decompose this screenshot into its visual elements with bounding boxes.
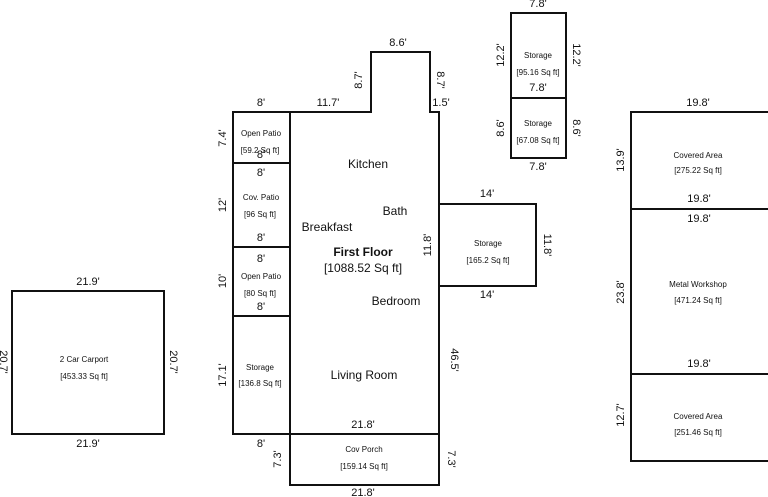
- storage-units-outline: [510, 12, 567, 159]
- cov-porch-right-dimension: 7.3': [445, 450, 457, 467]
- carport-area: [453.33 Sq ft]: [60, 372, 108, 381]
- storage-left-label: Storage: [246, 363, 275, 372]
- metal-workshop-top-dimension: 19.8': [687, 213, 711, 225]
- bath-label: Bath: [383, 204, 408, 218]
- first-floor-area: [1088.52 Sq ft]: [324, 261, 402, 275]
- covered-area-2-area: [251.46 Sq ft]: [674, 428, 722, 437]
- storage-right-area: [165.2 Sq ft]: [466, 256, 509, 265]
- bump-left-dimension: 8.7': [353, 71, 365, 88]
- bump-top-dimension: 8.6': [389, 37, 406, 49]
- storage-lower-label: Storage: [524, 119, 553, 128]
- storage-left-side-dimension: 17.1': [217, 363, 229, 387]
- main-house-outline: [289, 51, 440, 486]
- house-bottom-dimension: 21.8': [351, 419, 375, 431]
- storage-lower-area: [67.08 Sq ft]: [516, 136, 559, 145]
- open-patio-2-bottom-dimension: 8': [257, 301, 265, 313]
- kitchen-label: Kitchen: [348, 157, 388, 171]
- bedroom-label: Bedroom: [372, 294, 421, 308]
- covered-area-1-area: [275.22 Sq ft]: [674, 166, 722, 175]
- cov-porch-left-dimension: 7.3': [272, 450, 284, 467]
- storage-left-bottom-dimension: 8': [257, 438, 265, 450]
- cov-patio-side-dimension: 12': [217, 198, 229, 212]
- storage-right-bottom-dimension: 14': [480, 289, 494, 301]
- metal-workshop-area: [471.24 Sq ft]: [674, 296, 722, 305]
- open-patio-1-side-dimension: 7.4': [217, 129, 229, 146]
- house-right-upper-dimension: 11.8': [422, 234, 434, 257]
- house-top-left-dimension: 11.7': [317, 97, 340, 109]
- covered-area-2-label: Covered Area: [674, 412, 723, 421]
- bump-right-dimension: 8.7': [434, 71, 446, 88]
- storage-lower-bottom-dimension: 7.8': [529, 161, 546, 173]
- storage-lower-right-dimension: 8.6': [570, 119, 582, 136]
- storage-right-outline: [438, 203, 537, 287]
- storage-upper-label: Storage: [524, 51, 553, 60]
- breakfast-label: Breakfast: [302, 220, 353, 234]
- storage-lower-left-dimension: 8.6': [495, 119, 507, 136]
- cov-patio-area: [96 Sq ft]: [244, 210, 276, 219]
- open-patio-2-side-dimension: 10': [217, 274, 229, 288]
- covered-area-2-side-dimension: 12.7': [615, 403, 627, 427]
- storage-upper-left-dimension: 12.2': [495, 43, 507, 67]
- notch-dimension: 1.5': [432, 97, 449, 109]
- metal-workshop-bottom-dimension: 19.8': [687, 358, 711, 370]
- open-patio-2-top-dimension: 8': [257, 253, 265, 265]
- cov-porch-area: [159.14 Sq ft]: [340, 462, 388, 471]
- storage-upper-area: [95.16 Sq ft]: [516, 68, 559, 77]
- house-right-lower-dimension: 46.5': [448, 348, 460, 372]
- storage-upper-bottom-dimension: 7.8': [529, 82, 546, 94]
- storage-right-side-dimension: 11.8': [541, 234, 553, 257]
- cov-patio-label: Cov. Patio: [243, 193, 280, 202]
- living-room-label: Living Room: [331, 368, 398, 382]
- metal-workshop-side-dimension: 23.8': [615, 280, 627, 304]
- cov-patio-bottom-dimension: 8': [257, 232, 265, 244]
- open-patio-2-area: [80 Sq ft]: [244, 289, 276, 298]
- storage-upper-right-dimension: 12.2': [570, 43, 582, 67]
- open-patio-1-label: Open Patio: [241, 129, 282, 138]
- open-patio-1-bottom-dimension: 8': [257, 149, 265, 161]
- carport-label: 2 Car Carport: [60, 355, 109, 364]
- cov-porch-bottom-dimension: 21.8': [351, 487, 375, 497]
- open-patio-1-area: [59.2 Sq ft]: [241, 146, 280, 155]
- covered-area-1-bottom-dimension: 19.8': [687, 193, 711, 205]
- covered-area-1-top-dimension: 19.8': [686, 97, 710, 109]
- storage-right-top-dimension: 14': [480, 188, 494, 200]
- cov-porch-label: Cov Porch: [345, 445, 382, 454]
- carport-bottom-dimension: 21.9': [76, 438, 100, 450]
- carport-top-dimension: 21.9': [76, 276, 100, 288]
- carport-outline: [11, 290, 165, 435]
- covered-area-1-side-dimension: 13.9': [615, 148, 627, 172]
- carport-left-dimension: 20.7': [0, 350, 9, 374]
- carport-right-dimension: 20.7': [167, 350, 179, 374]
- left-annex-outline: [232, 111, 291, 435]
- metal-workshop-label: Metal Workshop: [669, 280, 727, 289]
- cov-patio-top-dimension: 8': [257, 167, 265, 179]
- open-patio-1-top-dimension: 8': [257, 97, 265, 109]
- storage-upper-top-dimension: 7.8': [529, 0, 546, 10]
- open-patio-2-label: Open Patio: [241, 272, 282, 281]
- first-floor-label: First Floor: [333, 245, 393, 259]
- covered-area-1-label: Covered Area: [674, 151, 723, 160]
- storage-left-area: [136.8 Sq ft]: [238, 379, 281, 388]
- outbuilding-outline: [630, 111, 768, 462]
- storage-right-label: Storage: [474, 239, 503, 248]
